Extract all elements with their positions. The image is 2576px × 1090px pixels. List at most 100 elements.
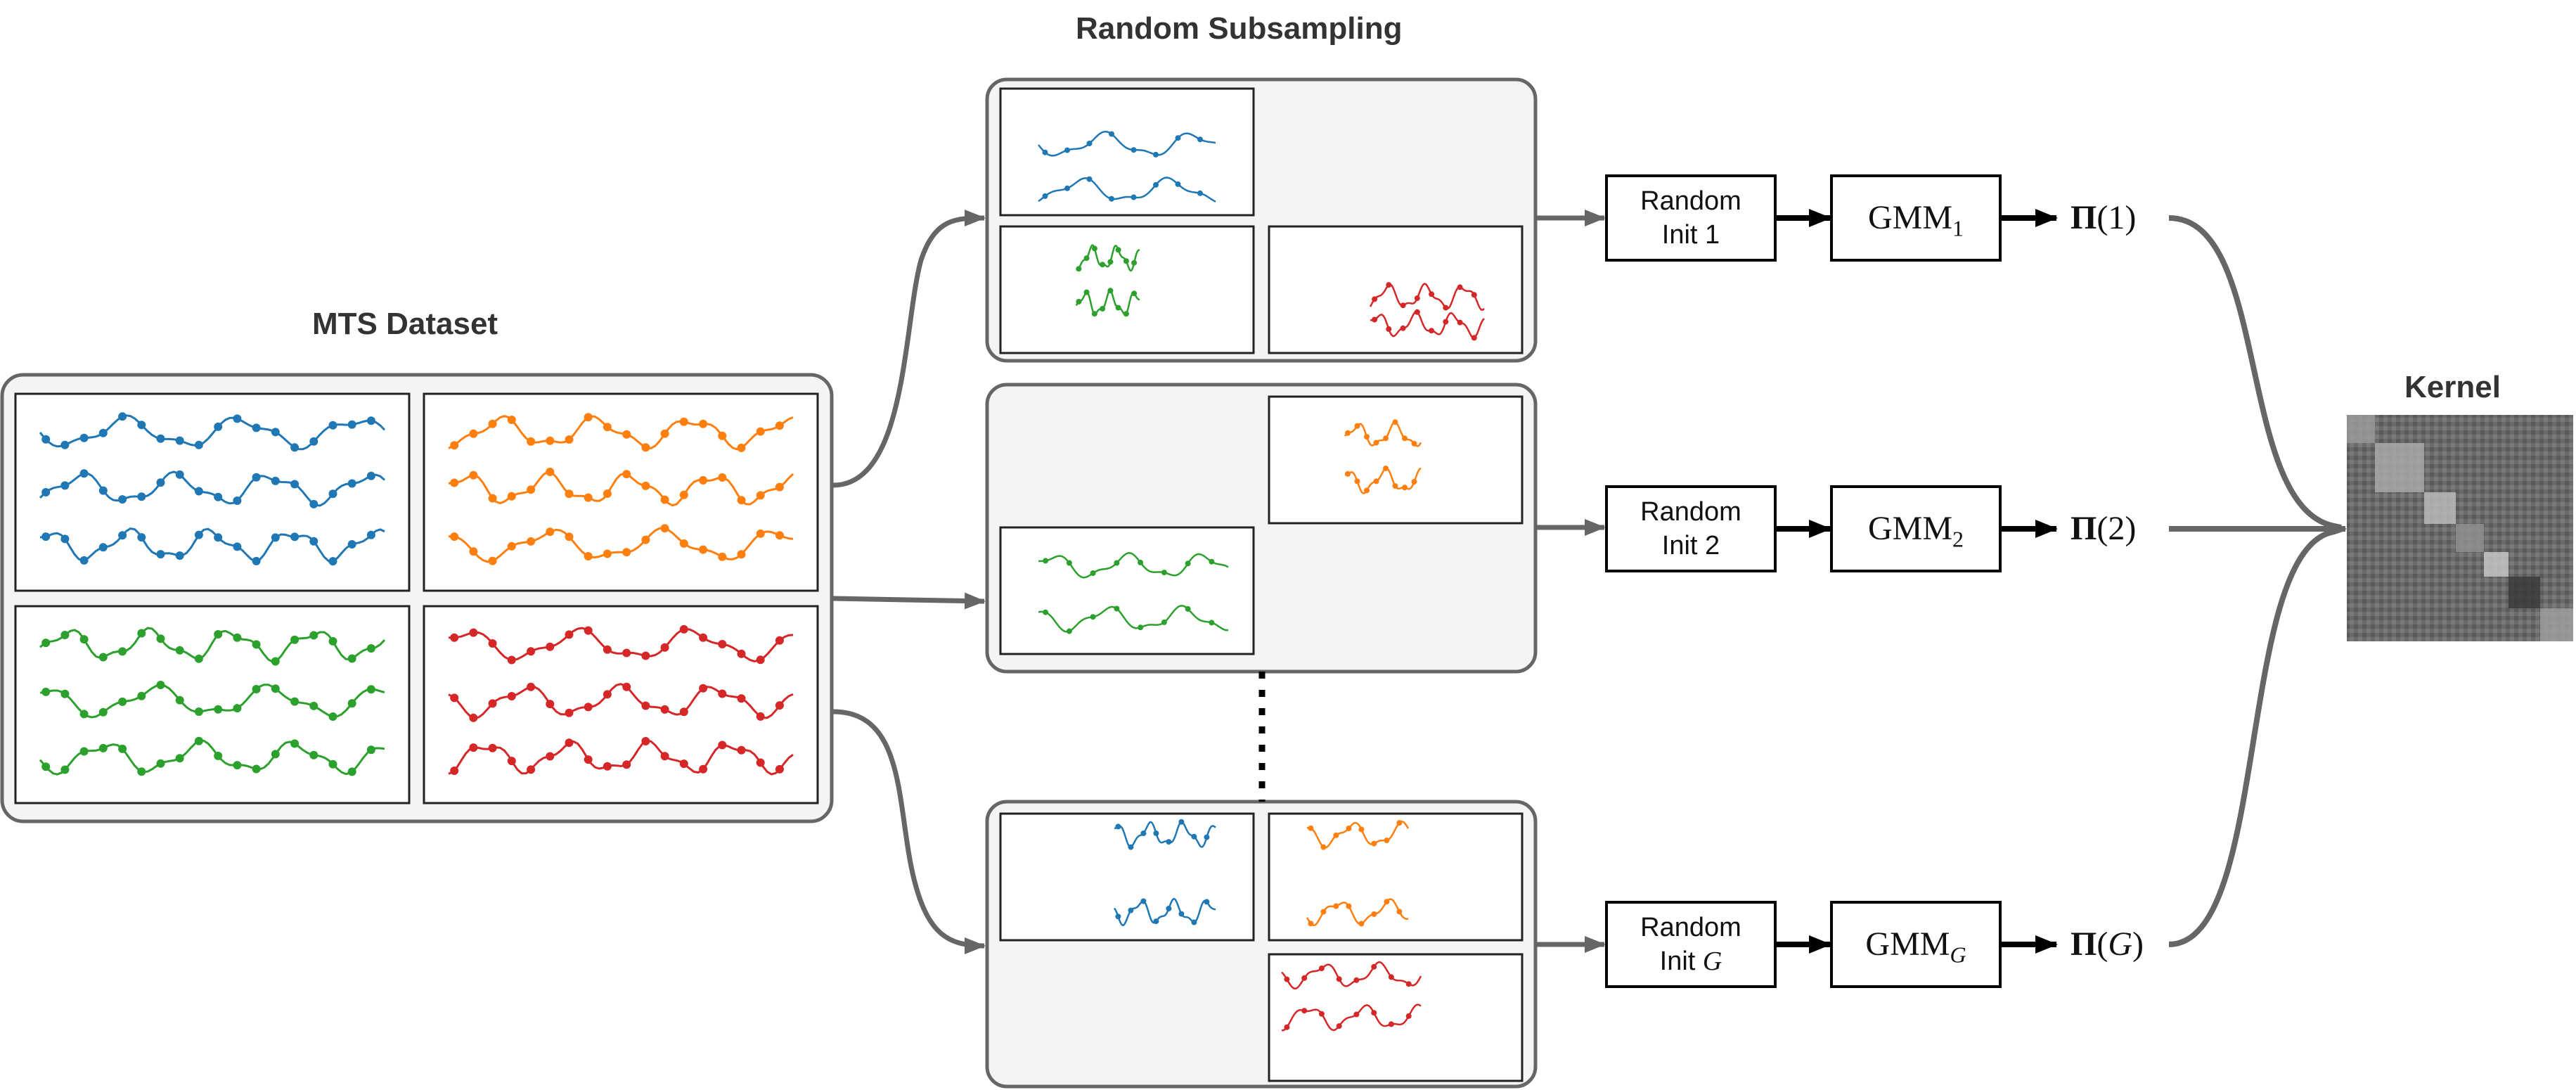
- time-series-point: [271, 750, 280, 759]
- time-series-point: [1166, 906, 1172, 911]
- time-series-point: [98, 428, 108, 437]
- time-series-curve: [1282, 1004, 1422, 1032]
- mts-dataset-container: [0, 373, 834, 823]
- time-series-point: [1411, 479, 1417, 485]
- subsample-container-g: [985, 800, 1538, 1089]
- time-series-point: [328, 557, 337, 566]
- time-series-curve: [1370, 309, 1485, 341]
- time-series-curve: [1038, 605, 1228, 634]
- time-series-point: [622, 430, 631, 439]
- kernel-block: [2456, 524, 2484, 552]
- pi-label-2: Π(2): [2071, 510, 2137, 547]
- mts-dataset-title: MTS Dataset: [312, 307, 498, 341]
- time-series-point: [60, 765, 70, 774]
- time-series-curve: [1075, 288, 1140, 317]
- time-series-curve: [39, 681, 385, 721]
- pi-arg-2: 2: [2108, 510, 2125, 547]
- time-series-point: [233, 704, 242, 713]
- time-series-point: [1175, 135, 1181, 141]
- time-series-point: [1131, 259, 1138, 266]
- time-series-point: [603, 549, 612, 558]
- time-series-point: [1372, 316, 1378, 323]
- time-series-point: [1123, 258, 1129, 264]
- time-series-point: [450, 633, 459, 642]
- time-series-point: [1114, 560, 1120, 566]
- time-series-point: [641, 443, 650, 452]
- time-series-point: [1301, 975, 1308, 981]
- time-series-point: [699, 419, 708, 428]
- time-series-curve: [449, 524, 794, 565]
- time-series-point: [450, 441, 459, 450]
- time-series-point: [118, 531, 127, 540]
- time-series-point: [233, 496, 242, 505]
- time-series-point: [60, 631, 70, 639]
- random-init-index-g: Init G: [1606, 944, 1775, 978]
- time-series-point: [1209, 620, 1215, 626]
- time-series-point: [194, 707, 203, 716]
- time-series-curve: [1114, 819, 1216, 850]
- time-series-point: [328, 759, 337, 769]
- time-series-point: [737, 649, 746, 658]
- time-series-point: [1383, 466, 1389, 471]
- time-series-point: [1178, 911, 1185, 917]
- time-series-point: [137, 533, 146, 542]
- time-series-point: [660, 495, 669, 504]
- time-series-point: [1086, 176, 1093, 182]
- time-series-point: [622, 548, 631, 557]
- time-series-point: [1388, 974, 1394, 980]
- time-series-point: [641, 701, 650, 710]
- time-series-point: [1153, 830, 1159, 836]
- time-series-point: [1471, 335, 1477, 341]
- time-series-point: [41, 532, 51, 541]
- dataset-time-series: [39, 412, 794, 776]
- time-series-point: [271, 533, 280, 542]
- kernel-title: Kernel: [2404, 370, 2501, 404]
- time-series-curve: [449, 624, 794, 665]
- time-series-point: [233, 542, 242, 551]
- time-series-point: [718, 640, 727, 648]
- time-series-point: [60, 534, 70, 544]
- random-init-index-1: Init 1: [1661, 220, 1720, 250]
- time-series-curve: [39, 627, 386, 666]
- time-series-point: [1204, 834, 1210, 840]
- time-series-point: [641, 651, 650, 660]
- time-series-point: [1191, 833, 1197, 840]
- time-series-point: [507, 416, 516, 424]
- time-series-point: [488, 699, 497, 708]
- time-series-point: [756, 655, 765, 665]
- random-init-index-prefix-g: Init: [1659, 947, 1696, 976]
- time-series-point: [41, 435, 51, 444]
- time-series-point: [290, 532, 300, 541]
- time-series-curve: [1038, 130, 1216, 158]
- time-series-point: [347, 654, 356, 663]
- time-series-point: [488, 494, 497, 503]
- time-series-point: [194, 736, 203, 745]
- time-series-point: [156, 478, 165, 487]
- time-series-point: [603, 762, 612, 771]
- time-series-point: [1333, 903, 1339, 909]
- time-series-point: [622, 470, 631, 479]
- time-series-point: [1320, 909, 1327, 915]
- random-init-text-2: Random: [1640, 497, 1741, 527]
- time-series-point: [641, 481, 650, 490]
- time-series-point: [546, 436, 555, 445]
- time-series-point: [679, 539, 688, 548]
- time-series-curve: [448, 413, 794, 452]
- time-series-point: [118, 412, 127, 421]
- time-series-point: [137, 691, 146, 700]
- time-series-point: [756, 758, 765, 767]
- time-series-point: [1153, 151, 1159, 158]
- time-series-point: [507, 492, 516, 501]
- time-series-point: [718, 689, 727, 698]
- gmm-label-2: GMM2: [1831, 508, 2000, 560]
- time-series-point: [737, 550, 746, 559]
- time-series-point: [756, 712, 765, 721]
- time-series-point: [450, 478, 459, 487]
- time-series-point: [679, 624, 688, 634]
- time-series-point: [660, 429, 669, 438]
- time-series-point: [775, 701, 784, 710]
- time-series-point: [641, 535, 650, 544]
- time-series-point: [1457, 284, 1463, 290]
- time-series-curve: [39, 736, 385, 776]
